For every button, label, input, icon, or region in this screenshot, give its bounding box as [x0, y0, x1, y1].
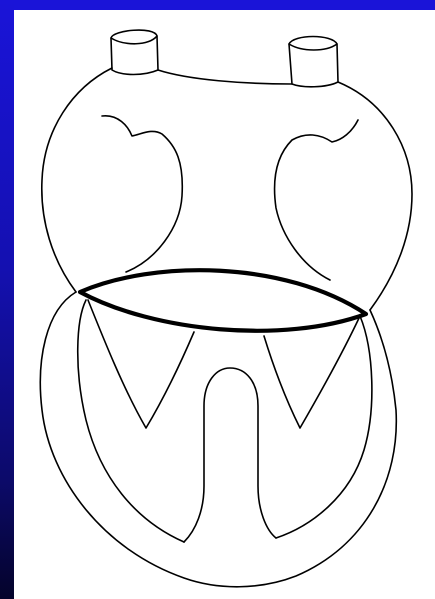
right-vessel: [289, 37, 338, 87]
left-valve-leaflets: [88, 300, 194, 428]
slide-top-border: [0, 0, 435, 10]
atria-outline: [42, 68, 412, 310]
atrioventricular-ring: [80, 270, 366, 331]
left-vessel: [111, 30, 158, 74]
right-ventricle-inner-wall: [276, 316, 372, 538]
right-atrium-inner-wall: [275, 120, 358, 280]
drawing-canvas: [14, 10, 435, 599]
heart-diagram: [14, 10, 435, 599]
left-atrium-inner-wall: [102, 116, 182, 272]
ventricles-outline: [40, 292, 396, 587]
interventricular-septum: [184, 368, 276, 542]
right-valve-leaflets: [264, 316, 360, 428]
slide-side-border: [0, 0, 14, 599]
right-vessel-rim: [289, 44, 337, 50]
left-ventricle-inner-wall: [78, 300, 184, 542]
left-vessel-rim: [111, 36, 157, 44]
